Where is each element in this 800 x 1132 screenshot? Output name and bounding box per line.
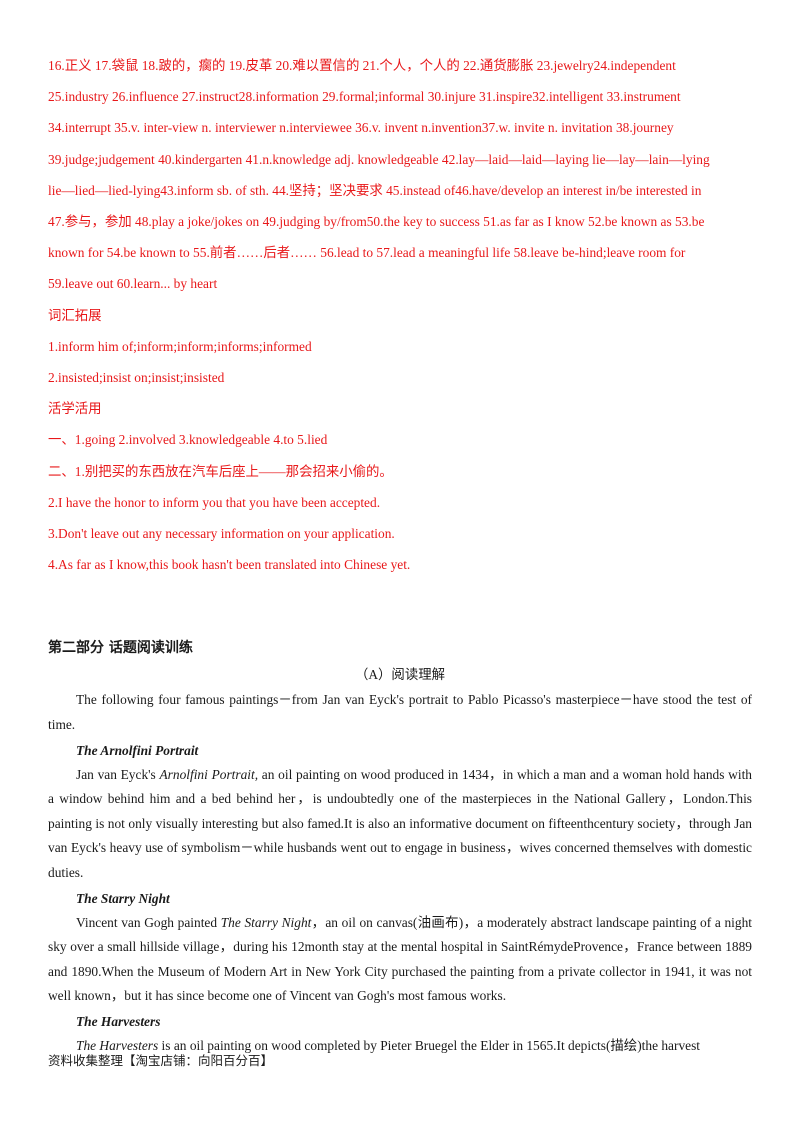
usage-heading: 活学活用 [48, 401, 102, 417]
text-run: ，an oil on canvas(油画布)，a moderately abst… [48, 914, 752, 1004]
section-title: 第二部分 话题阅读训练 [48, 640, 193, 657]
vocab-line: 2.insisted;insist on;insist;insisted [48, 370, 225, 386]
page-footer: 资料收集整理【淘宝店铺：向阳百分百】 [48, 1053, 274, 1068]
answer-line: 25.industry 26.influence 27.instruct28.i… [48, 89, 681, 105]
answer-line: 34.interrupt 35.v. inter-view n. intervi… [48, 120, 674, 136]
answer-key: 16.正义 17.袋鼠 18.跛的，瘸的 19.皮革 20.难以置信的 21.个… [48, 50, 752, 580]
usage-line: 二、1.别把买的东西放在汽车后座上——那会招来小偷的。 [48, 463, 393, 479]
answer-line: 59.leave out 60.learn... by heart [48, 276, 218, 292]
answer-line: 47.参与，参加 48.play a joke/jokes on 49.judg… [48, 214, 705, 230]
usage-line: 4.As far as I know,this book hasn't been… [48, 557, 411, 573]
answer-line: 16.正义 17.袋鼠 18.跛的，瘸的 19.皮革 20.难以置信的 21.个… [48, 58, 676, 73]
section-subtitle: （A）阅读理解 [354, 667, 445, 683]
answer-line: known for 54.be known to 55.前者……后者…… 56.… [48, 245, 686, 261]
painting-heading: The Arnolfini Portrait [76, 742, 199, 758]
answer-line: 39.judge;judgement 40.kindergarten 41.n.… [48, 151, 710, 167]
text-run: Jan van Eyck's [76, 766, 160, 782]
usage-line: 一、1.going 2.involved 3.knowledgeable 4.t… [48, 432, 328, 448]
vocab-line: 1.inform him of;inform;inform;informs;in… [48, 338, 312, 354]
text-run: is an oil painting on wood completed by … [158, 1037, 701, 1053]
intro-paragraph: The following four famous paintings－from… [48, 692, 752, 733]
italic-title: The Starry Night [220, 914, 312, 930]
reading-passage: The following four famous paintings－from… [48, 688, 752, 1058]
vocab-heading: 词汇拓展 [48, 307, 102, 323]
usage-line: 3.Don't leave out any necessary informat… [48, 526, 395, 542]
painting-heading: The Harvesters [76, 1013, 161, 1029]
usage-line: 2.I have the honor to inform you that yo… [48, 494, 381, 510]
painting-heading: The Starry Night [76, 890, 170, 906]
painting-paragraph: Jan van Eyck's Arnolfini Portrait, an oi… [48, 763, 752, 886]
italic-title: Arnolfini Portrait, [159, 766, 259, 782]
painting-paragraph: Vincent van Gogh painted The Starry Nigh… [48, 911, 752, 1009]
answer-line: lie—lied—lied-lying43.inform sb. of sth.… [48, 182, 702, 198]
text-run: Vincent van Gogh painted [76, 914, 221, 930]
italic-title: The Harvesters [76, 1037, 159, 1053]
painting-paragraph: The Harvesters is an oil painting on woo… [48, 1034, 752, 1059]
text-run: an oil painting on wood produced in 1434… [48, 766, 752, 881]
